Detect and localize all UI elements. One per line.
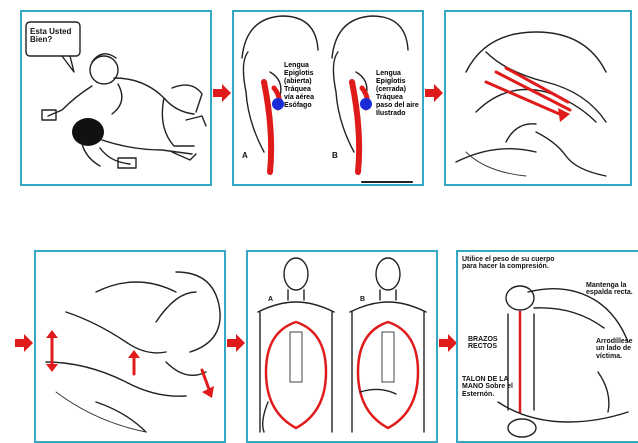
red-right-arrow-icon — [227, 334, 245, 352]
label-figure-a: A — [268, 296, 273, 303]
panel-chest-landmarks: A B — [246, 250, 438, 443]
red-right-arrow-icon — [15, 334, 33, 352]
label-traquea-a: Tráquea — [284, 86, 314, 94]
label-cerrada: (cerrada) — [376, 86, 419, 94]
label-letter-a: A — [242, 152, 248, 160]
label-abierta: (abierta) — [284, 78, 314, 86]
labels-open-airway: Lengua Epiglotis (abierta) Tráquea vía a… — [284, 62, 314, 110]
label-heel-of-hand: TALON DE LA MANO Sobre el Esternón. — [462, 376, 513, 398]
speech-bubble-text: Esta Usted Bien? — [30, 28, 71, 45]
label-esofago: Esófago — [284, 102, 314, 110]
label-epiglotis-a: Epiglotis — [284, 70, 314, 78]
label-lengua-a: Lengua — [284, 62, 314, 70]
panel-head-tilt — [444, 10, 632, 186]
label-epiglotis-b: Epiglotis — [376, 78, 419, 86]
panel-compression-technique: Utilice el peso de su cuerpo para hacer … — [456, 250, 638, 443]
label-use-body-weight: Utilice el peso de su cuerpo para hacer … — [462, 256, 555, 271]
label-via-aerea: vía aérea — [284, 94, 314, 102]
label-ilustrado: Ilustrado — [376, 110, 419, 118]
red-right-arrow-icon — [439, 334, 457, 352]
panel-airway-anatomy: A Lengua Epiglotis (abierta) Tráquea vía… — [232, 10, 424, 186]
label-lengua-b: Lengua — [376, 70, 419, 78]
label-straight-arms: BRAZOS RECTOS — [468, 336, 498, 351]
label-traquea-b: Tráquea — [376, 94, 419, 102]
panel-check-responsiveness: Esta Usted Bien? — [20, 10, 212, 186]
labels-closed-airway: Lengua Epiglotis (cerrada) Tráquea paso … — [376, 70, 419, 118]
red-right-arrow-icon — [213, 84, 231, 102]
label-figure-b: B — [360, 296, 365, 303]
panel-rescue-breathing — [34, 250, 226, 443]
head-tilt-chin-lift-illustration — [446, 12, 630, 184]
label-kneel-beside-victim: Arrodíllese un lado de víctima. — [596, 338, 633, 360]
red-right-arrow-icon — [425, 84, 443, 102]
rescue-breathing-illustration — [36, 252, 224, 441]
label-keep-back-straight: Mantenga la espalda recta. — [586, 282, 633, 297]
label-letter-b: B — [332, 152, 338, 160]
label-paso-del-aire: paso del aire — [376, 102, 419, 110]
chest-compression-landmark-illustration — [248, 252, 436, 441]
